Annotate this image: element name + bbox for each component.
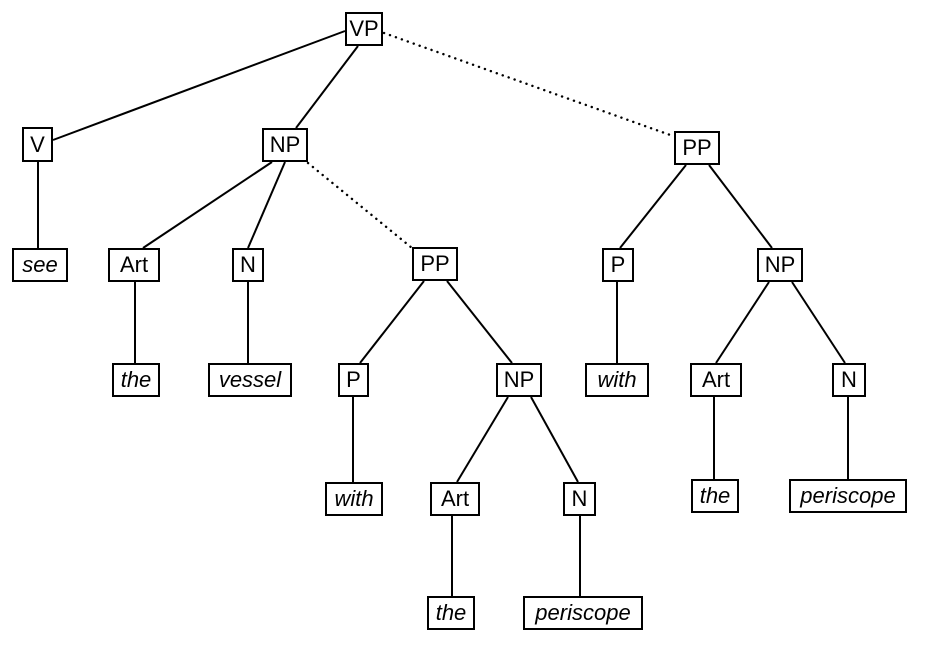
tree-leaf-the_c[interactable]: the [427, 596, 475, 630]
tree-node-p_right[interactable]: P [602, 248, 634, 282]
tree-edge-pp_right-to-p_right [619, 164, 687, 249]
tree-node-pp_right[interactable]: PP [674, 131, 720, 165]
tree-leaf-see[interactable]: see [12, 248, 68, 282]
tree-node-art1[interactable]: Art [108, 248, 160, 282]
tree-edge-vp-to-np1 [295, 45, 359, 129]
tree-node-np_center[interactable]: NP [496, 363, 542, 397]
tree-edge-np_right-to-art_right [715, 281, 770, 364]
tree-node-vp[interactable]: VP [345, 12, 383, 46]
tree-edge-np_center-to-art_c [456, 396, 509, 483]
tree-edge-np1-to-n1 [247, 161, 286, 249]
tree-leaf-with_r[interactable]: with [585, 363, 649, 397]
tree-edge-pp_center-to-np_center [446, 280, 513, 364]
tree-edge-vp-to-pp_right [382, 31, 675, 138]
tree-edge-vp-to-v [52, 30, 346, 141]
tree-node-art_c[interactable]: Art [430, 482, 480, 516]
tree-node-np_right[interactable]: NP [757, 248, 803, 282]
tree-edge-np_right-to-n_right [791, 281, 846, 364]
tree-edge-np1-to-pp_center [306, 161, 414, 250]
tree-edge-pp_center-to-p_center [359, 280, 425, 364]
tree-node-np1[interactable]: NP [262, 128, 308, 162]
tree-node-n1[interactable]: N [232, 248, 264, 282]
tree-node-n_c[interactable]: N [563, 482, 596, 516]
tree-leaf-the1[interactable]: the [112, 363, 160, 397]
tree-node-art_right[interactable]: Art [690, 363, 742, 397]
tree-edge-pp_right-to-np_right [708, 164, 773, 249]
tree-edge-np_center-to-n_c [530, 396, 579, 483]
tree-node-v[interactable]: V [22, 127, 53, 162]
tree-leaf-with_c[interactable]: with [325, 482, 383, 516]
tree-leaf-vessel[interactable]: vessel [208, 363, 292, 397]
tree-leaf-periscope_c[interactable]: periscope [523, 596, 643, 630]
tree-leaf-periscope_r[interactable]: periscope [789, 479, 907, 513]
tree-node-pp_center[interactable]: PP [412, 247, 458, 281]
tree-node-n_right[interactable]: N [832, 363, 866, 397]
tree-edge-np1-to-art1 [142, 161, 273, 249]
tree-leaf-the_r[interactable]: the [691, 479, 739, 513]
tree-node-p_center[interactable]: P [338, 363, 369, 397]
